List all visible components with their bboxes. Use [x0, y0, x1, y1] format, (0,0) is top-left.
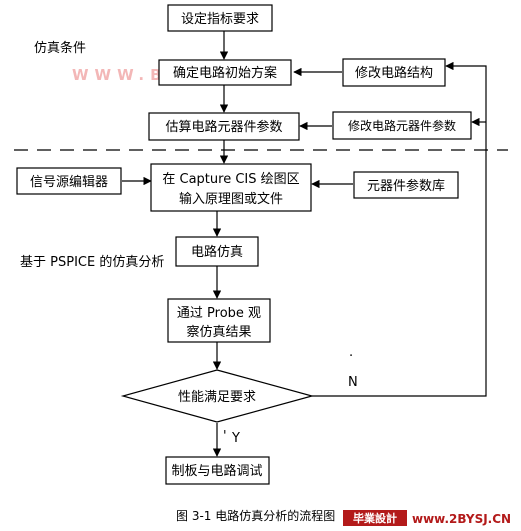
edge-decision-no-to-modify-structure — [312, 61, 487, 397]
label-yes: Y — [231, 431, 240, 446]
node-initial-plan — [158, 59, 292, 86]
node-set-specs — [167, 4, 273, 32]
node-estimate-params-label: 估算电路元器件参数 — [165, 119, 282, 135]
node-probe-label-2: 察仿真结果 — [186, 325, 251, 340]
node-modify-params-label: 修改电路元器件参数 — [348, 118, 456, 133]
node-build-debug — [165, 456, 270, 485]
footer-badge-text: 毕業設計 — [353, 511, 397, 525]
node-decision — [120, 369, 315, 423]
node-modify-structure — [342, 58, 446, 87]
label-no: N — [348, 375, 358, 390]
node-signal-editor — [16, 167, 122, 195]
node-probe-label-1: 通过 Probe 观 — [177, 306, 261, 321]
node-initial-plan-label: 确定电路初始方案 — [173, 65, 277, 81]
node-set-specs-label: 设定指标要求 — [181, 12, 259, 27]
node-component-library — [353, 171, 459, 199]
footer-url: www.2BYSJ.CN — [412, 512, 511, 526]
label-pspice-analysis: 基于 PSPICE 的仿真分析 — [20, 254, 164, 270]
node-decision-label: 性能满足要求 — [178, 390, 256, 405]
node-component-library-label: 元器件参数库 — [367, 178, 445, 194]
node-probe — [167, 298, 271, 343]
node-signal-editor-label: 信号源编辑器 — [30, 175, 108, 190]
label-yes-tick: ' — [223, 429, 227, 444]
node-simulate — [175, 236, 259, 267]
figure-caption: 图 3-1 电路仿真分析的流程图 — [176, 508, 335, 523]
node-build-debug-label: 制板与电路调试 — [171, 463, 262, 479]
footer-badge — [343, 510, 407, 526]
label-no-tick: · — [349, 349, 353, 364]
node-simulate-label: 电路仿真 — [191, 244, 243, 260]
node-modify-structure-label: 修改电路结构 — [355, 65, 433, 81]
node-capture-label-1: 在 Capture CIS 绘图区 — [162, 172, 299, 187]
node-modify-params — [332, 111, 472, 140]
label-sim-conditions: 仿真条件 — [34, 40, 86, 56]
node-estimate-params — [148, 112, 300, 141]
node-capture — [150, 163, 312, 212]
node-capture-label-2: 输入原理图或文件 — [179, 191, 283, 207]
